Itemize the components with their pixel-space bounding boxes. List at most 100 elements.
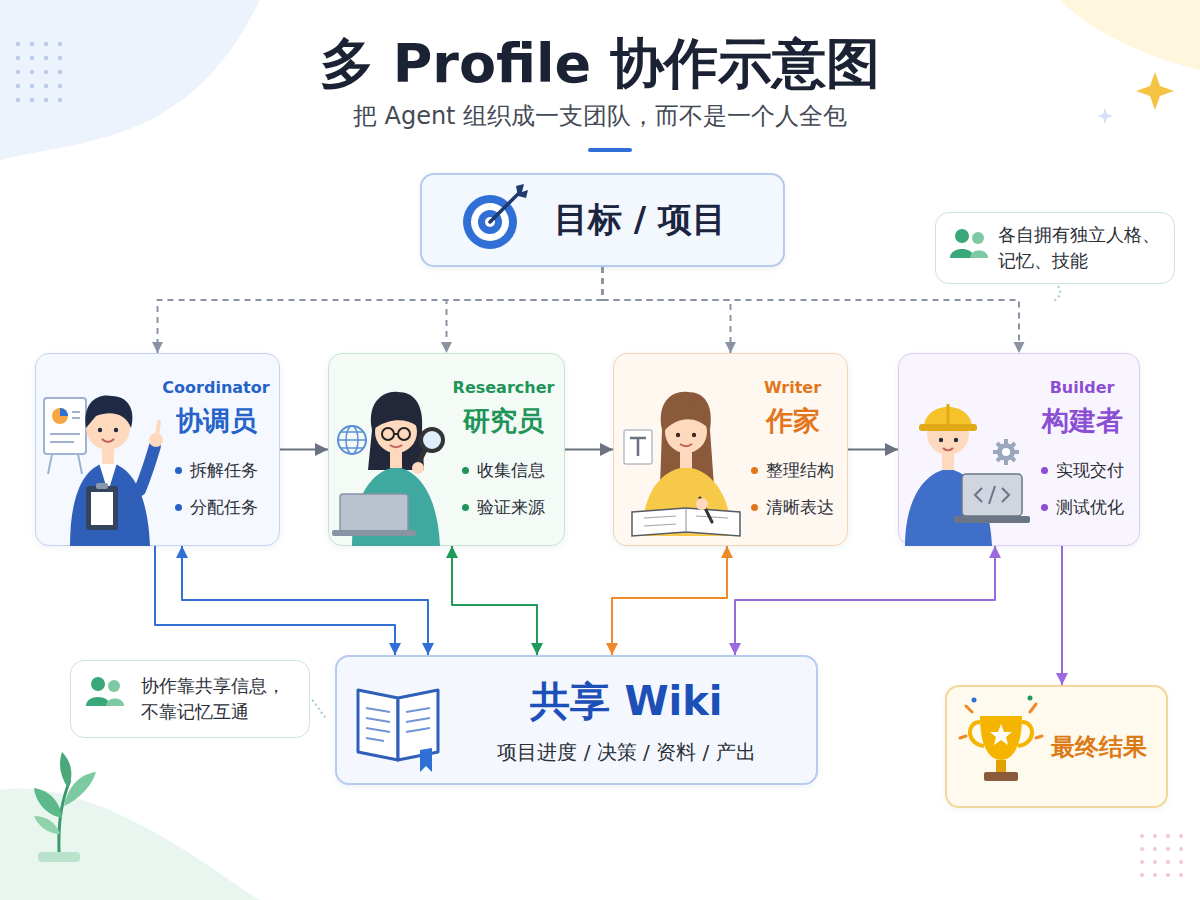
target-icon [463,184,528,249]
bullet-dot [462,467,469,474]
text-row: Coordinator [162,378,269,397]
text-row: 项目进度 / 决策 / 资料 / 产出 [497,739,755,766]
dot-grid [16,42,62,102]
text-column: 最终结果 [1051,731,1162,763]
role-card: Researcher 研究员收集信息验证来源 [328,353,565,546]
node-text: 协作靠共享信息， 不靠记忆互通 [141,673,301,725]
text-row: Researcher [453,378,555,397]
text-row: 构建者 [1042,403,1123,439]
bullet-dot [751,467,758,474]
text-row: 测试优化 [1041,496,1124,519]
text-column: 目标 / 项目 [554,197,773,243]
book-icon [358,690,438,772]
text-column: 共享 Wiki 项目进度 / 决策 / 资料 / 产出 [447,674,806,766]
role-name: 作家 [766,403,820,439]
text-row: Builder [1050,378,1115,397]
people-icon [86,677,124,706]
text-row: 拆解任务 [175,459,258,482]
caption-text: 把 Agent 组织成一支团队，而不是一个人全包 [0,100,1200,132]
text-column: Builder 构建者实现交付测试优化 [1033,378,1131,533]
text-row: 整理结构 [751,459,834,482]
role-name: 协调员 [176,403,257,439]
node-text: 目标 / 项目 [554,197,726,243]
duty-text: 测试优化 [1056,496,1124,519]
text-row: 作家 [766,403,820,439]
duty-text: 实现交付 [1056,459,1124,482]
duty-text: 验证来源 [477,496,545,519]
duty-text: 整理结构 [766,459,834,482]
sparkle-star [1097,108,1113,124]
bullet-dot [1041,467,1048,474]
node-text: 项目进度 / 决策 / 资料 / 产出 [497,739,755,766]
coordinator-figure [44,395,163,546]
title-text: 多 Profile 协作示意图 [0,28,1200,101]
role-name-en: Researcher [453,378,555,397]
node-text: 共享 Wiki [530,674,722,729]
connector-arrow [848,449,898,451]
duty-text: 分配任务 [190,496,258,519]
text-row: 各自拥有独立人格、 记忆、技能 [998,222,1166,274]
bubble-tail [312,700,326,718]
text-row: 最终结果 [1051,731,1147,763]
sparkle-star [1136,72,1174,110]
node-text: 各自拥有独立人格、 记忆、技能 [998,222,1166,274]
duty-text: 收集信息 [477,459,545,482]
role-name: 构建者 [1042,403,1123,439]
text-row: 目标 / 项目 [554,197,726,243]
builder-figure [905,404,1030,546]
title-underline [588,148,632,152]
text-row: 协作靠共享信息， 不靠记忆互通 [141,673,301,725]
result-box: 最终结果 [945,685,1168,808]
bubble-tail [1052,286,1060,302]
researcher-figure [332,392,443,546]
role-name-en: Writer [764,378,821,397]
text-row: 清晰表达 [751,496,834,519]
connector-arrow [1061,546,1063,685]
connector-arrow [612,546,727,655]
text-row: Writer [764,378,821,397]
role-card: Writer 作家整理结构清晰表达 [613,353,848,546]
text-row: 收集信息 [462,459,545,482]
text-row: 共享 Wiki [530,674,722,729]
corner-blob [1060,0,1200,70]
connector-arrow [447,267,603,353]
plant [34,752,96,862]
bullet-dot [1041,504,1048,511]
connector-arrow [603,267,731,353]
role-name-en: Builder [1050,378,1115,397]
text-row: 分配任务 [175,496,258,519]
text-row: 研究员 [463,403,544,439]
connector-arrow [280,449,328,451]
bullet-dot [175,504,182,511]
corner-blob [0,788,260,900]
text-column: 各自拥有独立人格、 记忆、技能 [998,222,1166,274]
corner-blob [0,0,260,160]
text-column: Writer 作家整理结构清晰表达 [746,378,839,533]
role-name: 研究员 [463,403,544,439]
goal-box: 目标 / 项目 [420,173,785,267]
text-row: 验证来源 [462,496,545,519]
wiki-box: 共享 Wiki 项目进度 / 决策 / 资料 / 产出 [335,655,818,785]
text-column: Researcher 研究员收集信息验证来源 [451,378,556,533]
bullet-dot [751,504,758,511]
node-text: 最终结果 [1051,731,1147,763]
duty-text: 清晰表达 [766,496,834,519]
connector-arrow [452,546,537,655]
people-icon [950,229,988,258]
role-name-en: Coordinator [162,378,269,397]
text-row: 协调员 [176,403,257,439]
connector-arrow [565,449,613,451]
writer-figure [624,392,740,536]
duty-text: 拆解任务 [190,459,258,482]
text-column: Coordinator 协调员拆解任务分配任务 [161,378,271,533]
callout-bubble: 协作靠共享信息， 不靠记忆互通 [70,660,310,738]
text-column: 协作靠共享信息， 不靠记忆互通 [141,673,301,725]
connector-arrow [735,546,995,655]
role-card: Builder 构建者实现交付测试优化 [898,353,1140,546]
callout-bubble: 各自拥有独立人格、 记忆、技能 [935,212,1175,284]
bullet-dot [175,467,182,474]
text-row: 实现交付 [1041,459,1124,482]
connector-arrow [182,546,428,655]
role-card: Coordinator 协调员拆解任务分配任务 [35,353,280,546]
